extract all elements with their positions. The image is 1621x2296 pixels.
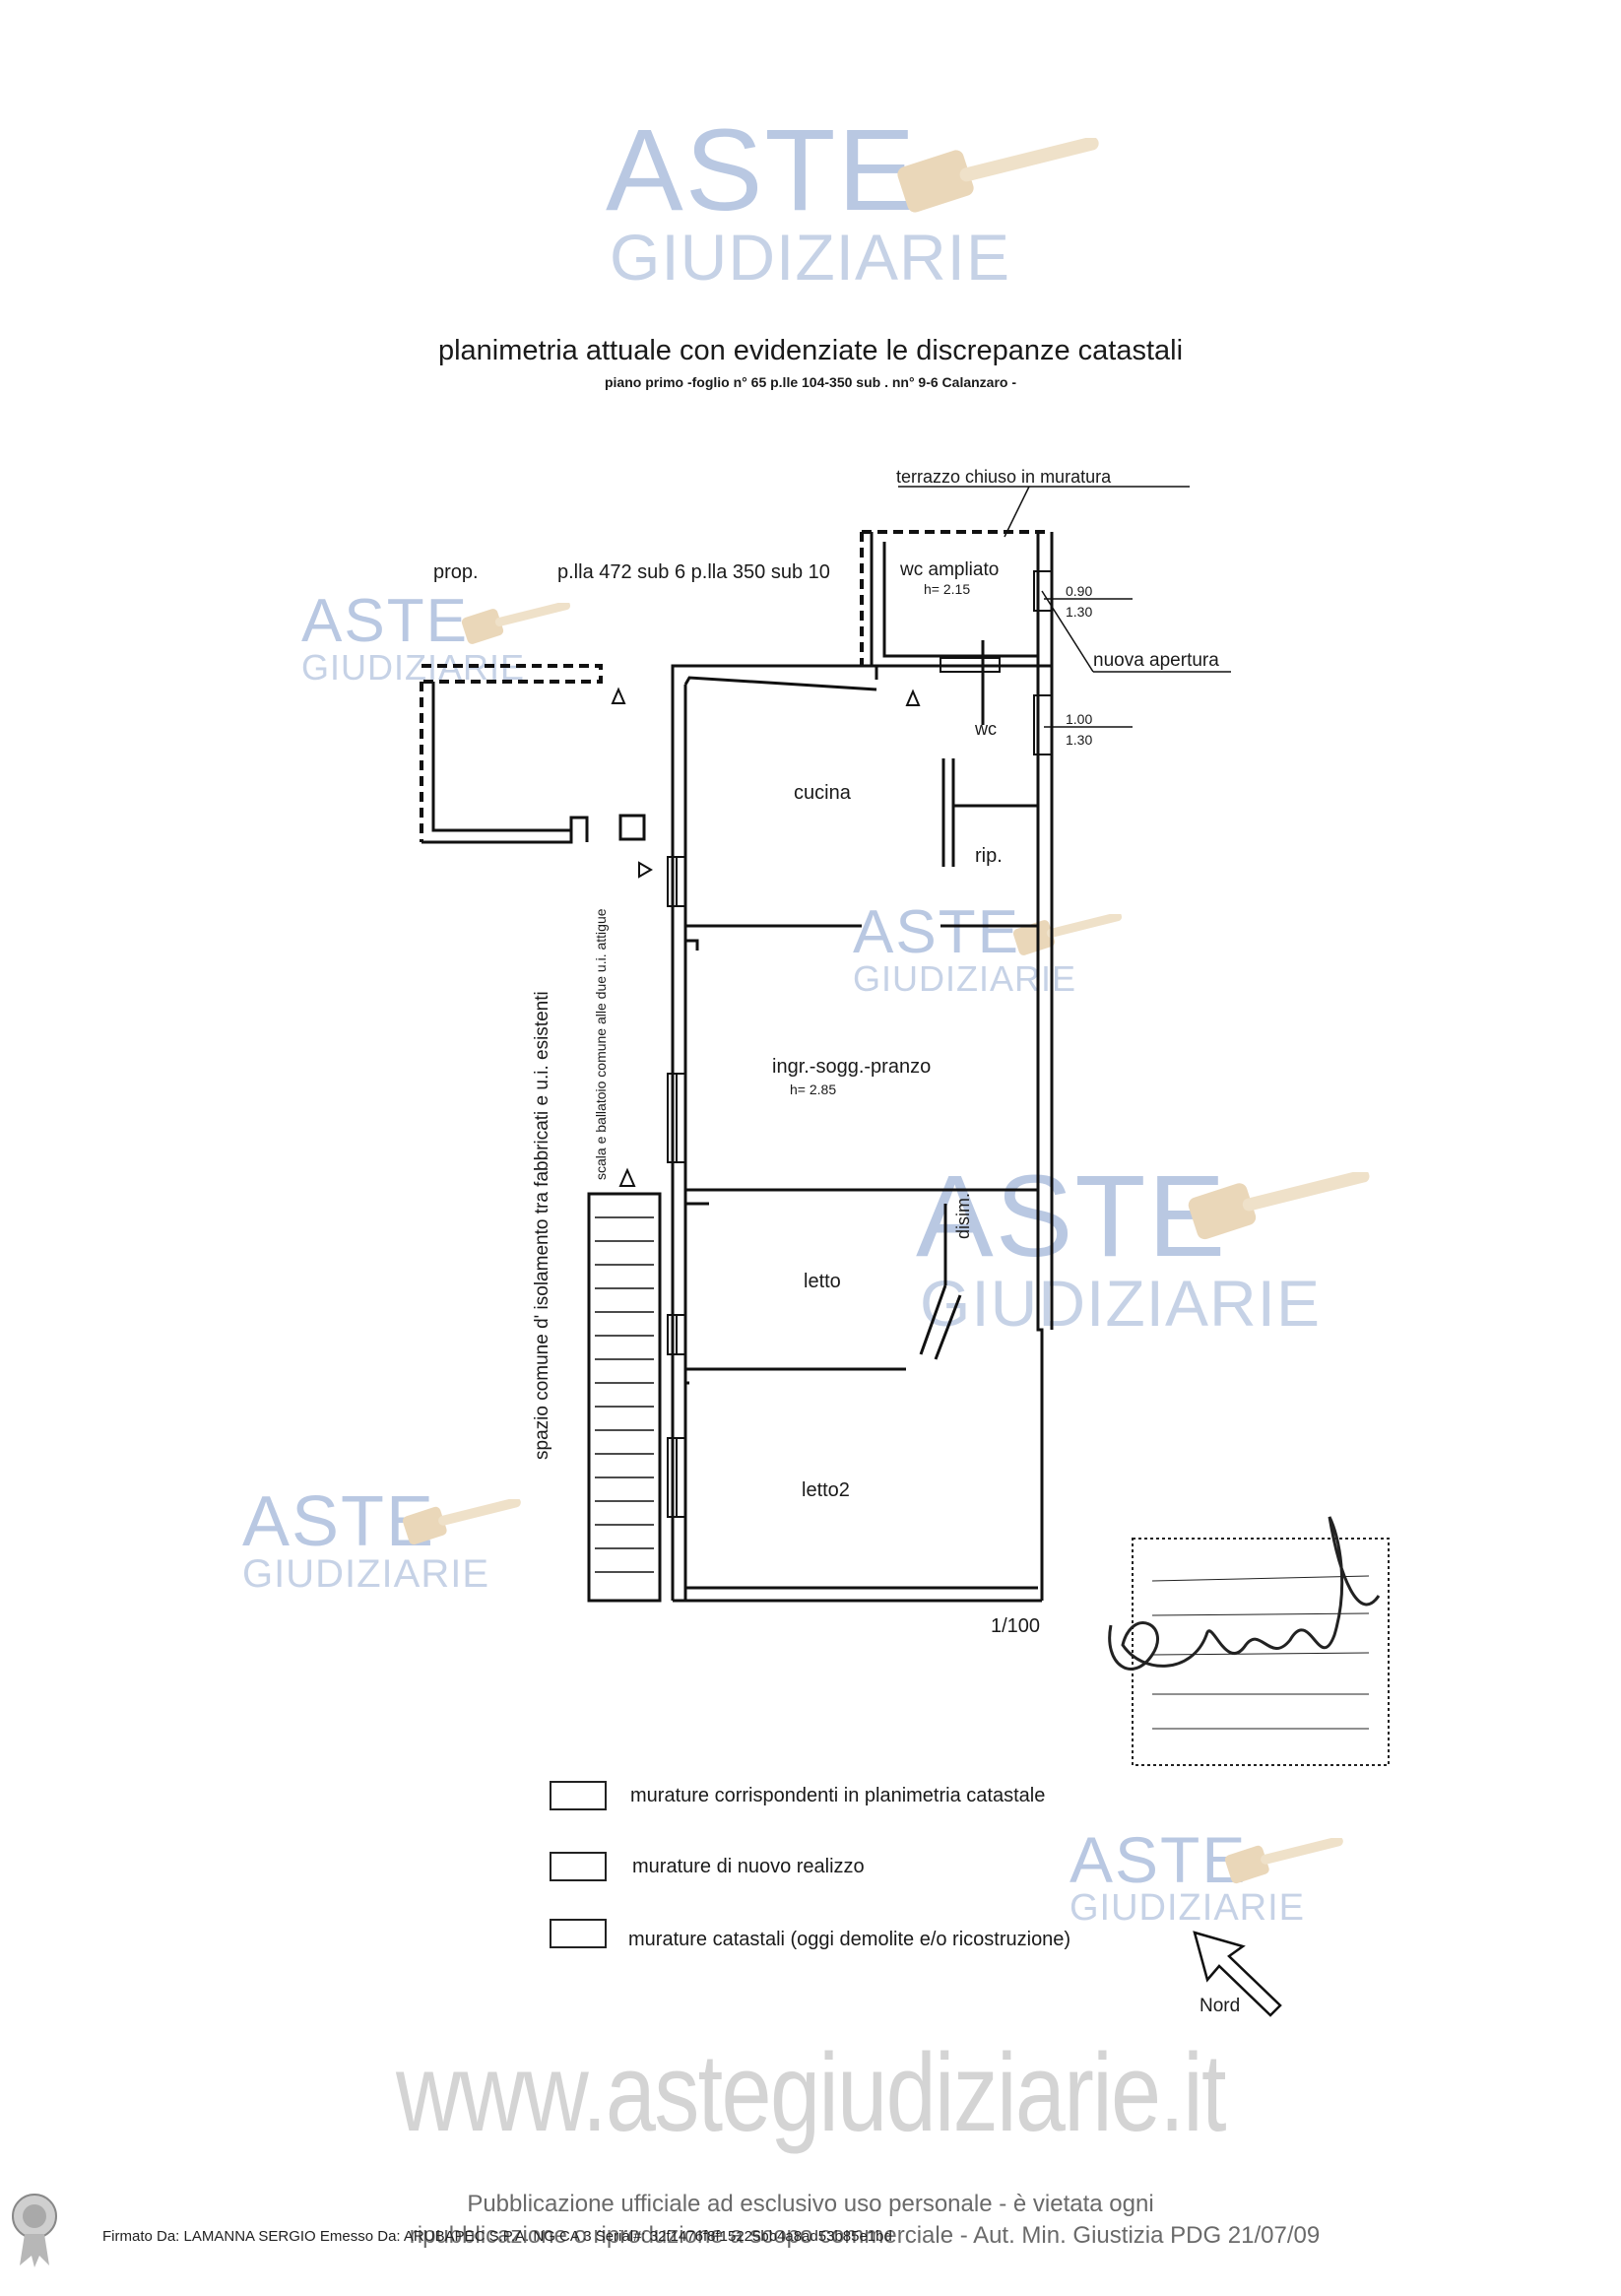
page-subtitle: piano primo -foglio n° 65 p.lle 104-350 … — [604, 374, 1017, 390]
gavel-icon — [1188, 1172, 1370, 1240]
terrace-leader — [1004, 486, 1030, 538]
label-ingresso-height: h= 2.85 — [790, 1082, 837, 1097]
legend-item-new: murature di nuovo realizzo — [632, 1856, 865, 1877]
gavel-icon — [402, 1499, 521, 1545]
footer-line-2: ripubblicazione o riproduzione a scopo c… — [409, 2222, 1321, 2249]
label-wc: wc — [975, 719, 997, 739]
label-terrace-note: terrazzo chiuso in muratura — [896, 467, 1112, 487]
label-nuova-apertura: nuova apertura — [1093, 650, 1219, 671]
page-title: planimetria attuale con evidenziate le d… — [437, 335, 1184, 366]
label-dim-top-2: 1.30 — [1066, 604, 1093, 620]
label-wc-ampliato: wc ampliato — [900, 559, 1000, 580]
watermark-logo-right: ASTE GIUDIZIARIE — [916, 1151, 1322, 1340]
gavel-icon — [897, 138, 1099, 213]
level-marker — [618, 1167, 636, 1187]
legend-item-demolished: murature catastali (oggi demolite e/o ri… — [628, 1929, 1071, 1950]
north-arrow-icon — [1193, 1931, 1282, 2017]
label-dim-mid-2: 1.30 — [1066, 732, 1093, 748]
level-marker — [905, 689, 921, 706]
label-dim-top-1: 0.90 — [1066, 583, 1093, 599]
watermark-logo-lower-left: ASTE GIUDIZIARIE — [242, 1482, 490, 1596]
outer-wall-top — [671, 664, 878, 685]
label-letto2: letto2 — [802, 1479, 850, 1501]
watermark-logo-top: ASTE GIUDIZIARIE — [606, 105, 1011, 294]
outer-wall-right — [1036, 532, 1044, 1601]
label-dim-mid-1: 1.00 — [1066, 711, 1093, 727]
legend-item-existing: murature corrispondenti in planimetria c… — [630, 1785, 1046, 1806]
label-letto: letto — [804, 1271, 841, 1292]
seal-icon — [12, 2194, 57, 2267]
balcony-outline — [421, 816, 589, 844]
watermark-logo-bottom-right: ASTE GIUDIZIARIE — [1070, 1823, 1306, 1929]
catastral-wall-balcony — [421, 664, 603, 684]
stair-treads — [595, 1216, 654, 1573]
stamp-and-signature — [1108, 1516, 1390, 1766]
level-marker — [611, 687, 626, 704]
north-label: Nord — [1200, 1996, 1241, 2016]
gavel-icon — [461, 603, 571, 644]
label-scale: 1/100 — [991, 1615, 1041, 1637]
signature-note: Firmato Da: LAMANNA SERGIO Emesso Da: AR… — [102, 2228, 892, 2245]
label-cucina: cucina — [794, 782, 851, 804]
gavel-icon — [1012, 914, 1123, 955]
gavel-icon — [1224, 1838, 1343, 1884]
legend-swatch-existing — [550, 1781, 607, 1810]
label-prop: prop. — [433, 561, 479, 583]
wc-extension — [870, 532, 1054, 668]
label-neighbors: p.lla 472 sub 6 p.lla 350 sub 10 — [557, 561, 830, 583]
label-ingresso: ingr.-sogg.-pranzo — [772, 1056, 932, 1078]
website-watermark: www.astegiudiziarie.it — [396, 2031, 1227, 2154]
legend-swatch-new — [550, 1852, 607, 1881]
level-marker — [638, 861, 653, 879]
footer-line-1: Pubblicazione ufficiale ad esclusivo uso… — [467, 2191, 1154, 2217]
label-vertical-isolation: spazio comune d' isolamento tra fabbrica… — [532, 991, 552, 1460]
label-vertical-stair: scala e ballatoio comune alle due u.i. a… — [593, 908, 609, 1180]
legend-swatch-demolished — [550, 1919, 607, 1948]
wall-letto-diag — [919, 1284, 947, 1355]
label-disim: disim. — [953, 1192, 973, 1239]
stair-outline — [587, 1192, 662, 1603]
chimney — [618, 814, 646, 841]
window-wc — [1033, 570, 1053, 612]
label-rip: rip. — [975, 845, 1003, 867]
nuova-apertura-leader — [1041, 590, 1094, 673]
window-wc-2 — [1033, 694, 1053, 755]
watermark-logo-left: ASTE GIUDIZIARIE — [301, 587, 526, 688]
label-wc-height: h= 2.15 — [924, 581, 971, 597]
